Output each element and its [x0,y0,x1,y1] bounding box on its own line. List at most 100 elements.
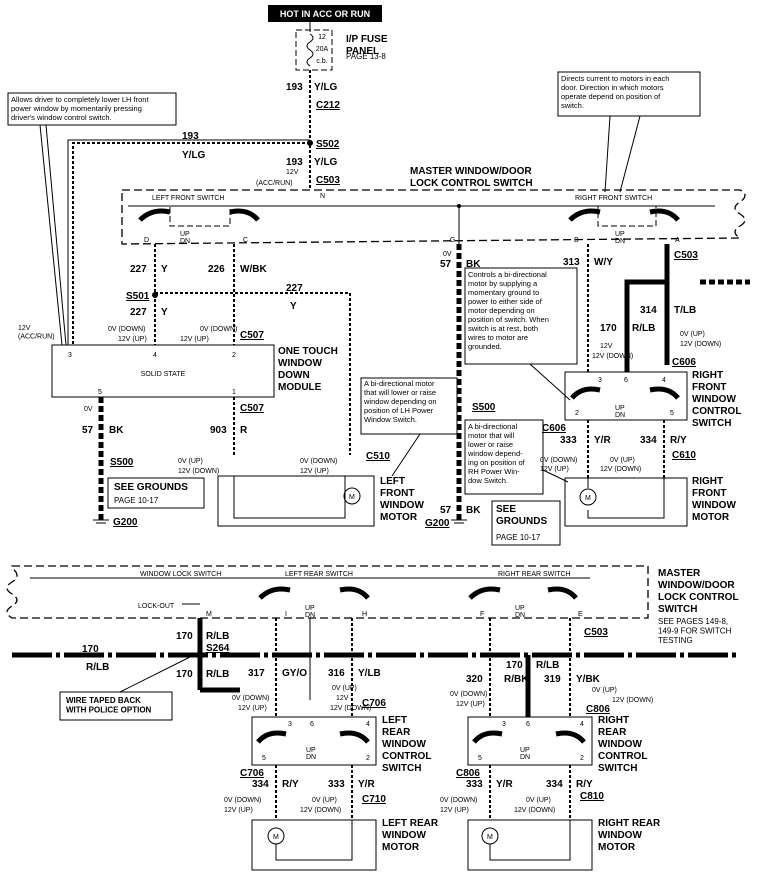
wire-170d-number: 170 [506,660,523,671]
wire-170c-number: 170 [176,669,193,680]
lf-rocker-right [229,208,260,222]
pin-i: I [285,611,287,618]
lf-motor-m: M [349,494,355,501]
rr-v0down-top: 0V (DOWN) [450,691,487,698]
rf-switch-box [564,371,688,421]
connector-c710: C710 [362,794,386,805]
splice-s500-a: S500 [110,457,134,468]
connector-c806-a: C806 [586,704,610,715]
fuse-panel-page: PAGE 13-8 [346,52,386,61]
wire-317-color: GY/O [282,668,307,679]
wire-57a-color: BK [466,259,481,270]
wire-170a-number: 170 [600,323,617,334]
wire-193-number: 193 [286,82,303,93]
note-left-text: Allows driver to completely lower LH fro… [11,95,149,122]
connector-c806-b: C806 [456,768,480,779]
pin-f: F [480,611,484,618]
rrm-v12up: 12V (UP) [440,807,469,814]
lr-motor-box [251,819,377,871]
see-grounds-box-2 [491,500,561,546]
rr-sw-pin5: 5 [478,755,482,762]
wire-226-color: W/BK [240,264,267,275]
connector-c507-b: C507 [240,403,264,414]
pin-m: M [206,611,212,618]
fuse-type: c.b. [316,58,327,65]
rf-up: UP [615,231,625,238]
wire-333a-color: Y/R [594,435,611,446]
connector-c503-top: C503 [316,175,340,186]
wire-170d-color: R/LB [536,660,559,671]
rf-sw-pin2: 2 [575,410,579,417]
wire-193-branch-number: 193 [182,131,199,142]
rr-v12down-top: 12V (DOWN) [612,697,653,704]
lockout-label: LOCK-OUT [138,603,175,610]
rrm-v0down: 0V (DOWN) [440,797,477,804]
module-v12up-b: 12V (UP) [180,336,209,343]
wire-320-color: R/BK [504,674,529,685]
wire-170a-color: R/LB [632,323,655,334]
wire-334a-number: 334 [640,435,657,446]
lr-switch-box [251,716,377,766]
rr-motor-box [467,819,593,871]
module-pin-4: 4 [153,352,157,359]
module-pin-3: 3 [68,352,72,359]
module-v12up-a: 12V (UP) [118,336,147,343]
rf-sw-pin6: 6 [624,377,628,384]
one-touch-module-box [51,344,275,398]
note-right-box [557,71,701,117]
lr-dn: DN [305,612,315,619]
wire-57a-number: 57 [440,259,452,270]
module-pin-1: 1 [232,389,236,396]
rr-sw-pin4: 4 [580,721,584,728]
rr-up: UP [515,605,525,612]
rr-v12up-top: 12V (UP) [456,701,485,708]
wire-227b-color: Y [161,307,168,318]
lr-sw-pin4: 4 [366,721,370,728]
lf-up: UP [180,231,190,238]
wire-316-color: Y/LB [358,668,381,679]
wire-317-number: 317 [248,668,265,679]
pin-n: N [320,193,325,200]
wire-193b-color: Y/LG [314,157,338,168]
grounds-page-1: PAGE 10-17 [114,496,159,505]
rrm-v12down: 12V (DOWN) [514,807,555,814]
module-solid-state: SOLID STATE [141,371,186,378]
wire-333l-number: 333 [328,779,345,790]
wire-903-color: R [240,425,248,436]
rf-motor-box [564,477,688,527]
lr-up: UP [305,605,315,612]
fuse-panel-box [295,29,333,71]
pin-h: H [362,611,367,618]
rr-sw-up: UP [520,747,530,754]
connector-c503-b: C503 [674,250,698,261]
lf-motor-box [217,475,375,527]
wire-333r-color: Y/R [496,779,513,790]
note-left-box [7,92,177,126]
lrm-v12up: 12V (UP) [224,807,253,814]
lrm-v12down: 12V (DOWN) [300,807,341,814]
module-12v-accrun: 12V(ACC/RUN) [18,325,55,340]
lr-sw-pin3: 3 [288,721,292,728]
ground-0v-b: 0V [443,251,452,258]
lr-sw-dn: DN [306,754,316,761]
splice-s500-b: S500 [472,402,496,413]
fuse-amps: 20A [316,46,329,53]
rf-sw-up: UP [615,405,625,412]
rf-12v: 12V [600,343,613,350]
rf-dn: DN [615,238,625,245]
connector-c606-a: C606 [672,357,696,368]
rr-sw-pin2: 2 [580,755,584,762]
right-front-switch-label: RIGHT FRONT SWITCH [575,195,652,202]
pin-c: C [243,237,248,244]
rf-motor-icon [579,488,597,506]
